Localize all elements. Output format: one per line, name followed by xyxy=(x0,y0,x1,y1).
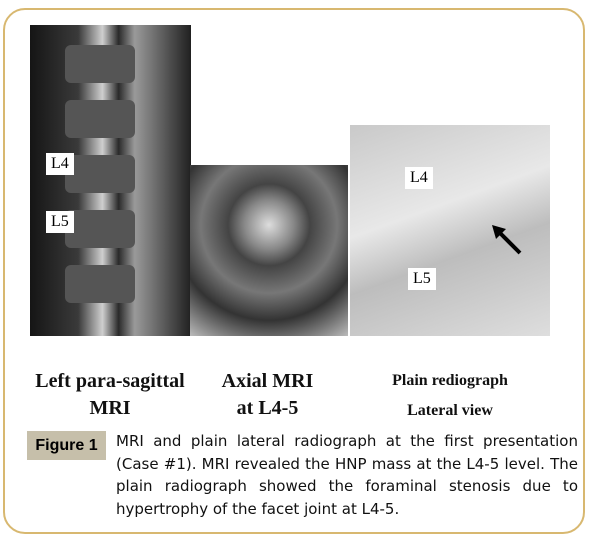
arrow-icon xyxy=(492,225,522,255)
figure-caption: MRI and plain lateral radiograph at the … xyxy=(116,432,578,518)
caption-line: Lateral view xyxy=(407,402,493,419)
label-l4: L4 xyxy=(46,153,74,175)
caption-line: Axial MRI xyxy=(221,370,314,392)
radiograph-image: L4 L5 xyxy=(350,125,550,336)
figure-label: Figure 1 xyxy=(27,431,106,460)
caption-line: Plain rediograph xyxy=(392,372,508,389)
axial-mri-image xyxy=(190,165,348,336)
caption-line: at L4-5 xyxy=(236,397,299,419)
caption-line: MRI xyxy=(89,397,131,419)
caption-axial: Axial MRI at L4-5 xyxy=(195,368,340,422)
figure-frame xyxy=(3,8,585,534)
caption-sagittal: Left para-sagittal MRI xyxy=(25,368,195,422)
label-l5: L5 xyxy=(408,268,436,290)
label-l5: L5 xyxy=(46,211,74,233)
label-l4: L4 xyxy=(405,167,433,189)
caption-radiograph: Plain rediograph Lateral view xyxy=(360,366,540,426)
caption-line: Left para-sagittal xyxy=(35,370,185,392)
sagittal-mri-image: L4 L5 xyxy=(30,25,191,336)
